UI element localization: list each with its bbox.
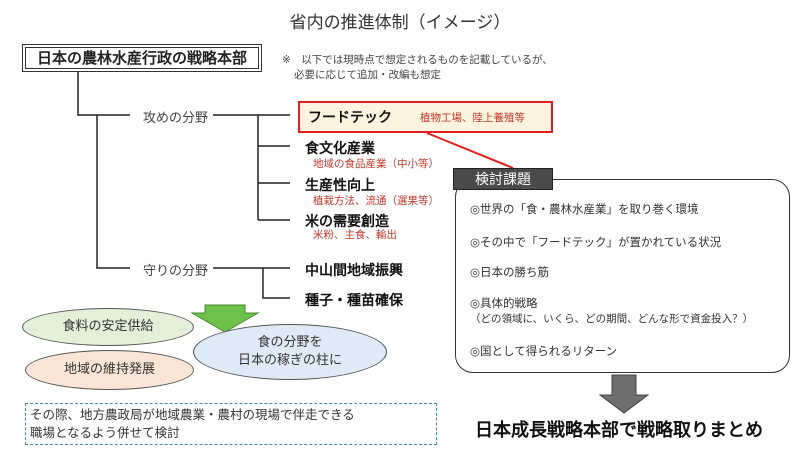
line-hq-offense [77,72,130,116]
defense-label: 守りの分野 [143,264,209,279]
issues-panel [455,179,790,373]
issue-item: ◎その中で「フードテック」が置かれている状況 [470,235,722,249]
goal-food-supply-label: 食料の安定供給 [62,319,154,334]
line-offense-items [213,114,290,221]
hq-box: 日本の農林水産行政の戦略本部 [22,44,262,72]
green-arrow-icon [190,304,260,333]
dashed-note-line-1: その際、地方農政局が地域農業・農村の現場で伴走できる [30,407,355,422]
issue-item: ◎国として得られるリターン [470,344,618,358]
offense-item-food-culture: 食文化産業 [305,141,375,157]
goal-pillar-line-1: 食の分野を [257,335,323,350]
issue-item-detail: （どの領域に、いくら、どの期間、どんな形で資金投入？） [470,313,754,325]
goal-pillar-line-2: 日本の稼ぎの柱に [237,353,342,368]
line-defense-items [213,267,290,299]
offense-item-foodtech: フードテック [308,110,392,126]
offense-sub-rice: 米粉、主食、輸出 [313,229,397,241]
goal-regional-label: 地域の維持発展 [63,362,155,377]
goal-regional: 地域の維持発展 [25,350,194,390]
note-line-1: ※ 以下では現時点で想定されるものを記載しているが、 [282,54,553,66]
offense-sub-foodtech: 植物工場、陸上養殖等 [420,112,525,124]
offense-sub-food-culture: 地域の食品産業（中小等） [313,158,439,170]
issue-item: ◎世界の「食・農林水産業」を取り巻く環境 [470,202,699,216]
defense-item-seeds: 種子・種苗確保 [305,293,403,309]
offense-item-rice: 米の需要創造 [305,214,389,230]
page-title: 省内の推進体制（イメージ） [289,13,511,33]
defense-item-hilly: 中山間地域振興 [305,263,403,279]
line-hq-defense [96,115,130,269]
offense-sub-productivity: 植栽方法、流通（選果等） [313,195,439,207]
issue-item: ◎具体的戦略 [470,296,538,310]
goal-pillar: 食の分野を日本の稼ぎの柱に [193,324,387,380]
issues-tab: 検討課題 [453,168,553,190]
dashed-note-box: その際、地方農政局が地域農業・農村の現場で伴走できる職場となるよう併せて検討 [25,403,437,445]
goal-food-supply: 食料の安定供給 [22,308,194,346]
final-conclusion: 日本成長戦略本部で戦略取りまとめ [475,420,763,441]
callout-line [426,132,514,169]
gray-arrow-icon [598,374,650,414]
note-line-2: 必要に応じて追加・改編も想定 [294,69,441,81]
dashed-note-line-2: 職場となるよう併せて検討 [30,425,180,440]
offense-label: 攻めの分野 [143,111,209,126]
issue-item: ◎日本の勝ち筋 [470,265,550,279]
foodtech-box [298,101,553,133]
offense-item-productivity: 生産性向上 [305,178,375,194]
